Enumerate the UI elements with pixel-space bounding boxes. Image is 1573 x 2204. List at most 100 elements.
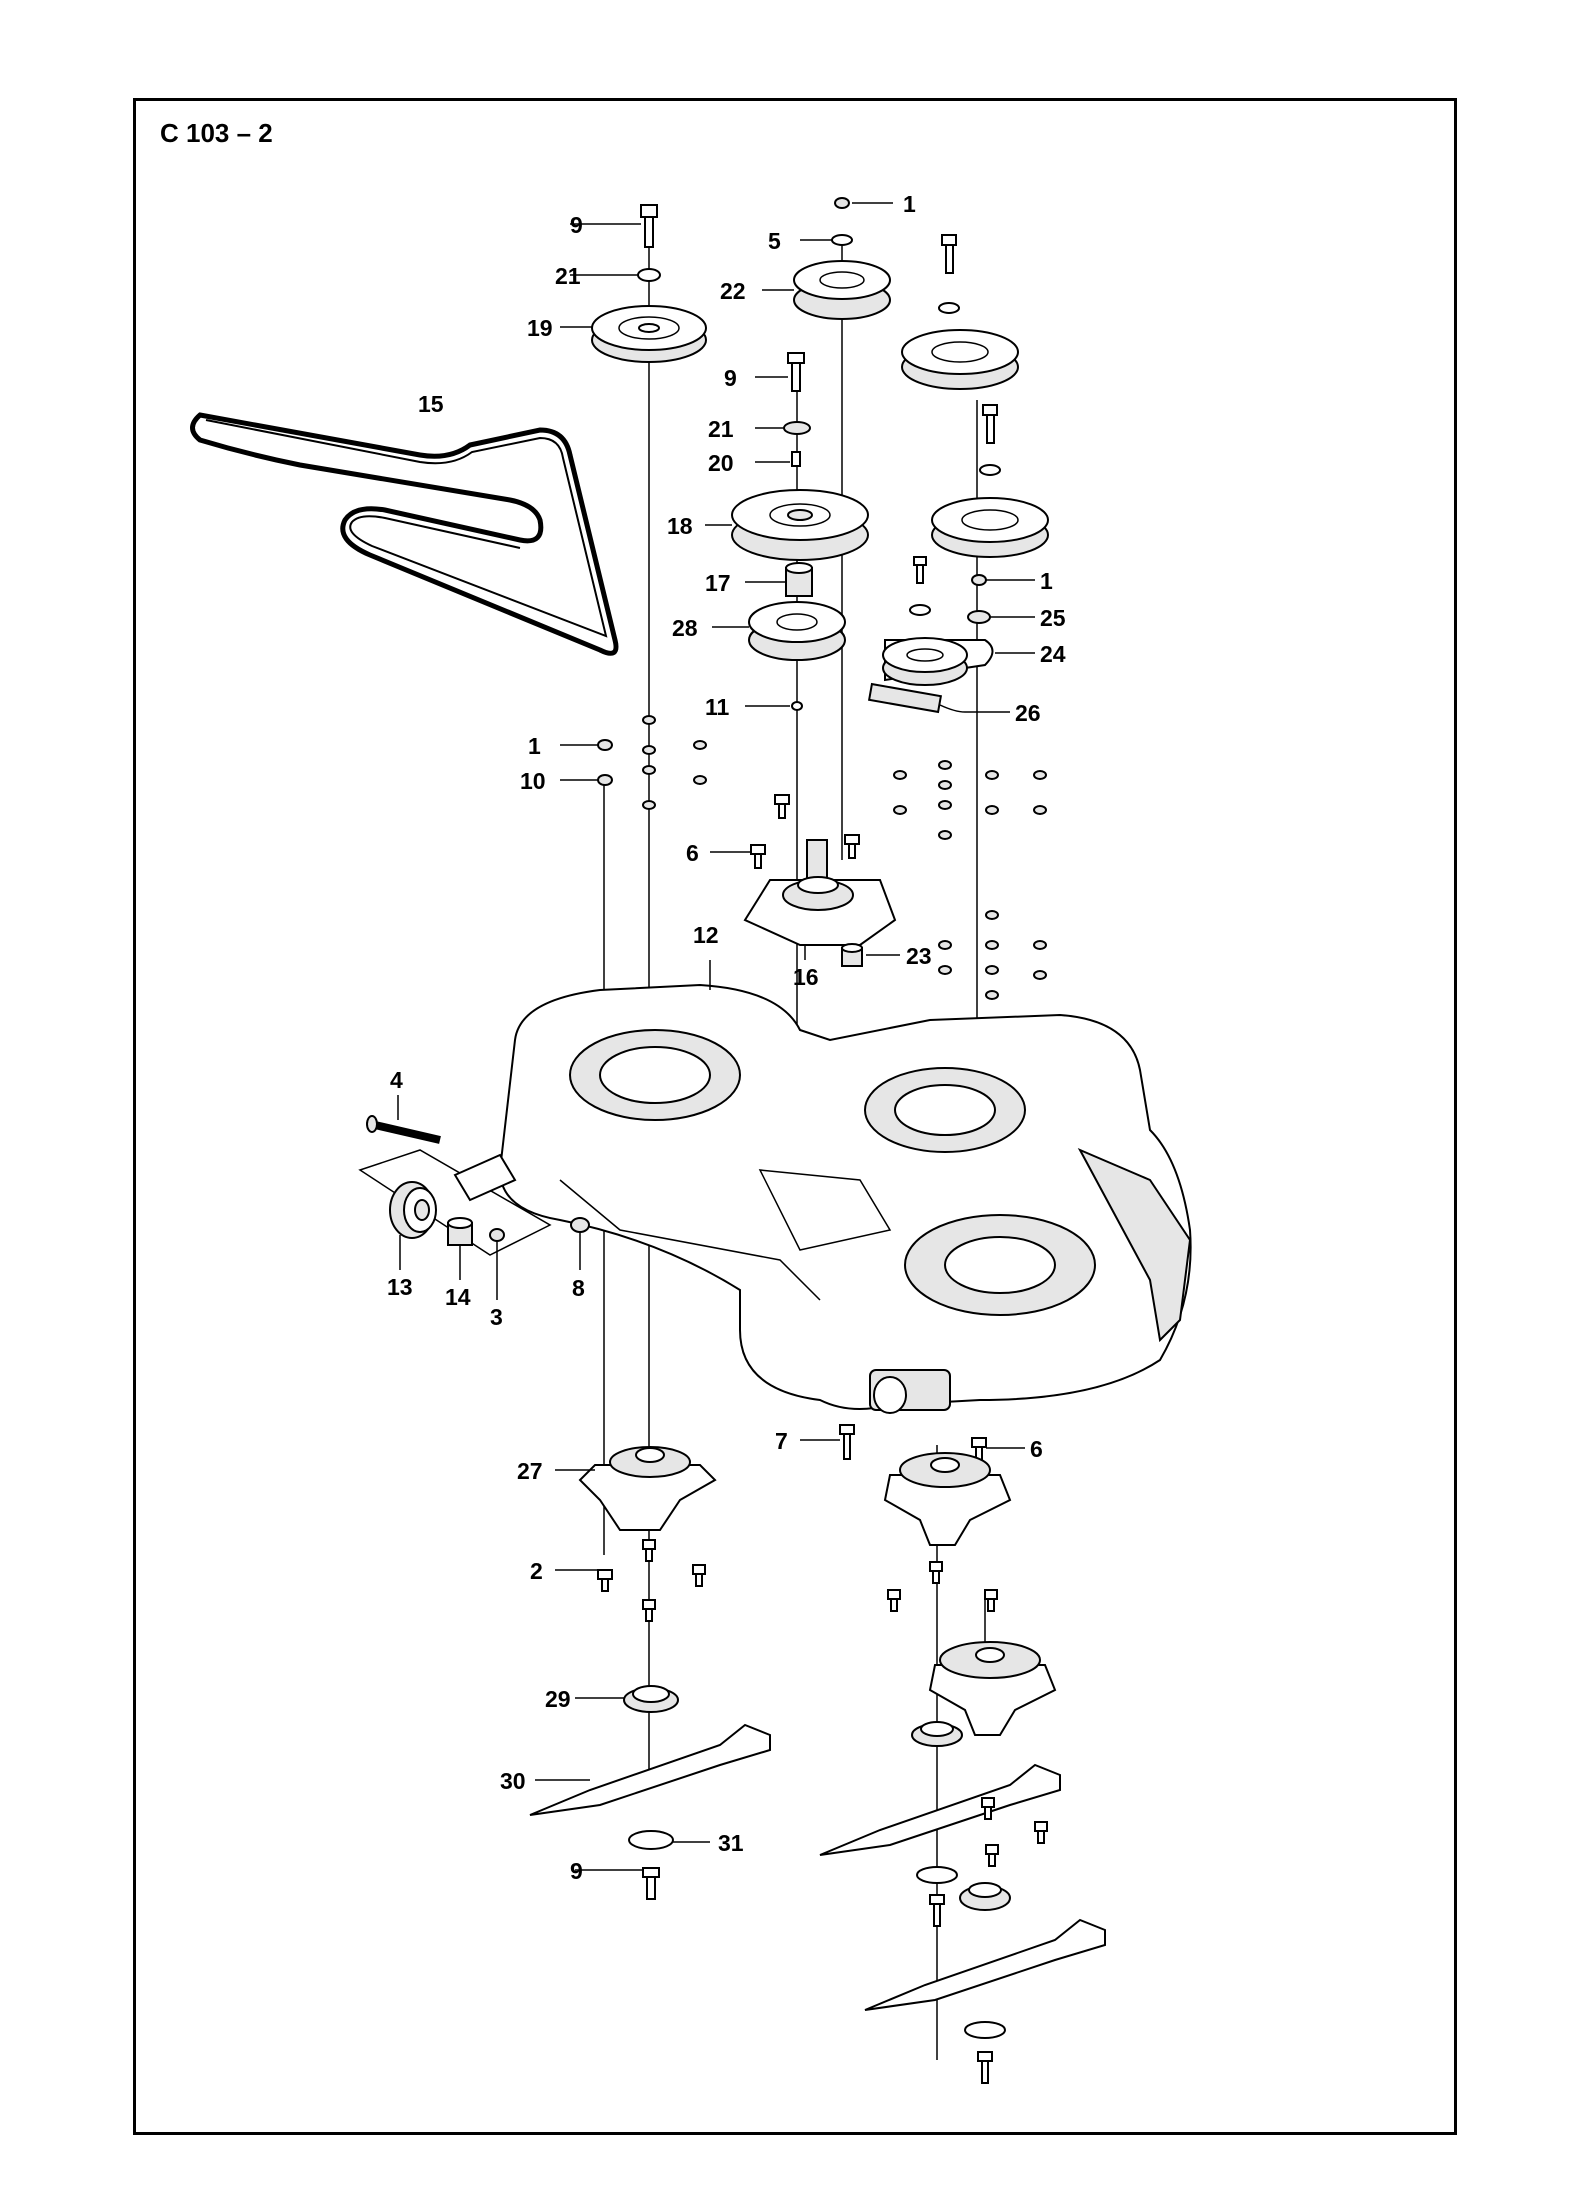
- bolts-right-spindle: [887, 1561, 998, 1612]
- bolt-right-front: [929, 1894, 945, 1927]
- nut-1-top: [834, 197, 850, 209]
- label-9: 9: [570, 1858, 583, 1884]
- label-9: 9: [724, 365, 737, 391]
- label-21: 21: [708, 416, 734, 442]
- diagram-frame: [133, 98, 1457, 2135]
- label-15: 15: [418, 391, 444, 417]
- washer-31: [628, 1830, 674, 1850]
- spring-26: [867, 682, 966, 714]
- bushing-23: [841, 943, 863, 967]
- nut-1-right: [971, 574, 987, 586]
- spacer-17: [785, 562, 813, 597]
- washer-right-front: [916, 1866, 958, 1884]
- washer-5: [831, 234, 853, 246]
- washer-tension: [909, 604, 931, 616]
- spindle-housing-16: [743, 839, 897, 946]
- idler-pulley-22: [793, 260, 891, 320]
- spacer-14: [447, 1217, 473, 1246]
- label-8: 8: [572, 1275, 585, 1301]
- label-20: 20: [708, 450, 734, 476]
- idler-pulley-top-right: [901, 329, 1019, 390]
- bolt-center-3: [844, 834, 860, 859]
- label-19: 19: [527, 315, 553, 341]
- callout-leaders: [397, 202, 1035, 1871]
- washer-25: [967, 610, 991, 624]
- label-28: 28: [672, 615, 698, 641]
- label-13: 13: [387, 1274, 413, 1300]
- bolt-top-right: [941, 234, 957, 274]
- spindle-right-front: [883, 1452, 1012, 1546]
- label-25: 25: [1040, 605, 1066, 631]
- bolts-left-spindle: [642, 1539, 706, 1622]
- blade-adapter-right-front: [911, 1721, 963, 1747]
- bolt-right-rear: [977, 2051, 993, 2084]
- label-29: 29: [545, 1686, 571, 1712]
- label-14: 14: [445, 1284, 471, 1310]
- blade-right-rear: [864, 1918, 1106, 2011]
- label-31: 31: [718, 1830, 744, 1856]
- washer-right-2: [979, 464, 1001, 476]
- drive-pulley-18: [731, 489, 869, 561]
- label-16: 16: [793, 964, 819, 990]
- bolt-7: [839, 1424, 855, 1460]
- label-17: 17: [705, 570, 731, 596]
- key-11: [791, 701, 803, 711]
- label-23: 23: [906, 943, 932, 969]
- label-1: 1: [903, 191, 916, 217]
- nut-3: [489, 1228, 505, 1242]
- label-30: 30: [500, 1768, 526, 1794]
- roller-wheel-13: [389, 1181, 437, 1239]
- label-24: 24: [1040, 641, 1066, 667]
- label-11: 11: [705, 694, 730, 720]
- label-18: 18: [667, 513, 693, 539]
- blade-right-front: [819, 1763, 1061, 1856]
- spindle-27: [578, 1446, 717, 1531]
- label-6: 6: [1030, 1436, 1043, 1462]
- washer-top-right: [938, 302, 960, 314]
- bolt-4: [366, 1115, 441, 1144]
- spindle-right-rear: [928, 1641, 1057, 1736]
- bolt-right-2: [982, 404, 998, 444]
- washer-21-center: [783, 421, 811, 435]
- diagram-title: C 103 – 2: [160, 118, 273, 148]
- label-6: 6: [686, 840, 699, 866]
- drive-belt: [190, 412, 619, 656]
- label-3: 3: [490, 1304, 503, 1330]
- label-12: 12: [693, 922, 719, 948]
- label-1: 1: [528, 733, 541, 759]
- label-4: 4: [390, 1067, 403, 1093]
- label-9: 9: [570, 212, 583, 238]
- label-5: 5: [768, 228, 781, 254]
- idler-pulley-right-2: [931, 497, 1049, 558]
- bolt-9-bottom: [642, 1867, 660, 1900]
- label-21: 21: [555, 263, 581, 289]
- bolt-9-center: [787, 352, 805, 392]
- rear-bracket: [453, 1153, 517, 1202]
- tension-arm-24: [882, 637, 994, 686]
- label-7: 7: [775, 1428, 788, 1454]
- callout-labels: 1 5 9 21 22 19 15 9 21 20 18 17 1 25 28 …: [387, 191, 1066, 1884]
- label-1: 1: [1040, 568, 1053, 594]
- label-22: 22: [720, 278, 746, 304]
- hardware-nuts: [597, 715, 1047, 1000]
- label-10: 10: [520, 768, 546, 794]
- blade-30: [529, 1723, 771, 1816]
- nut-8: [570, 1217, 590, 1233]
- label-26: 26: [1015, 700, 1041, 726]
- blade-adapter-right-rear: [959, 1882, 1011, 1911]
- label-27: 27: [517, 1458, 543, 1484]
- bolt-2: [597, 1569, 613, 1592]
- washer-21-top: [637, 268, 661, 282]
- mower-deck-12: [498, 983, 1192, 1414]
- bolts-blade-right: [981, 1797, 1048, 1867]
- idler-pulley-19: [591, 305, 707, 363]
- blade-adapter-29: [623, 1685, 679, 1713]
- bolt-center-2: [774, 794, 790, 819]
- label-2: 2: [530, 1558, 543, 1584]
- key-20: [791, 451, 801, 467]
- washer-right-rear: [964, 2021, 1006, 2039]
- bolt-6-top: [750, 844, 766, 869]
- bolt-9-top: [640, 204, 658, 248]
- mounting-plate: [358, 1149, 552, 1256]
